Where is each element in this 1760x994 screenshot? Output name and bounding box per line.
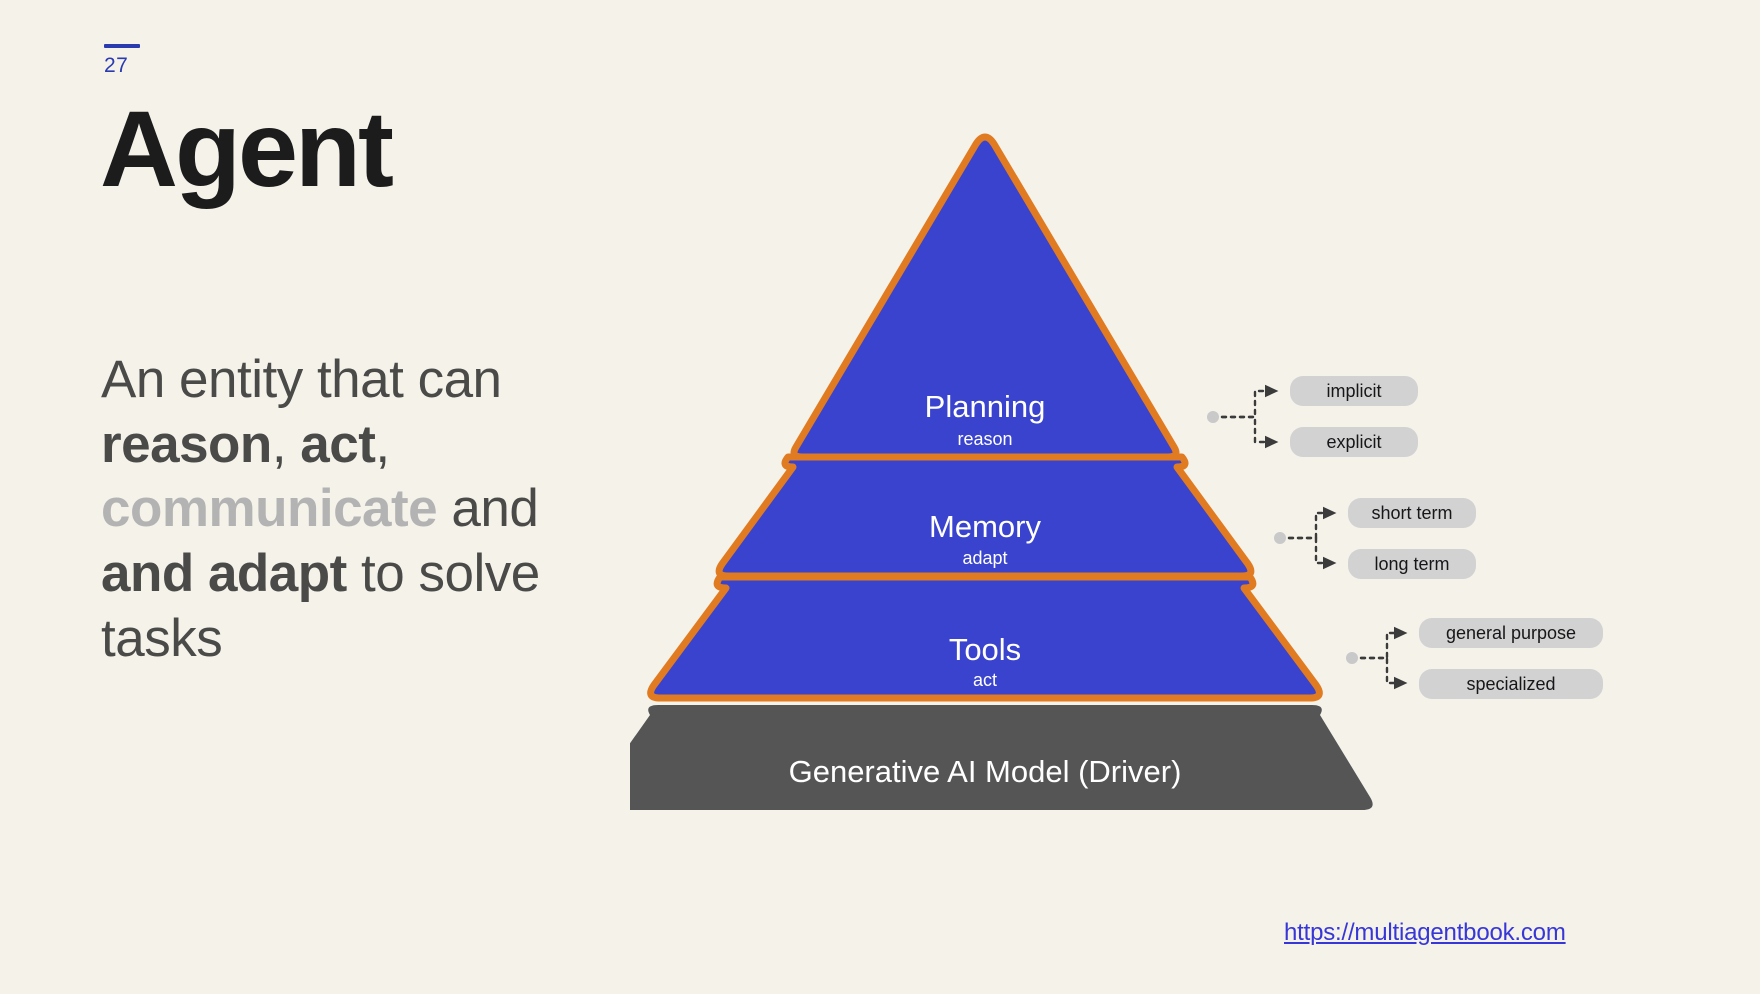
- tools-sublabel: act: [973, 670, 997, 690]
- tools-connector-specialized: [1359, 656, 1408, 690]
- tools-connector-dot: [1346, 652, 1358, 664]
- memory-connector-long-term: [1287, 536, 1337, 570]
- chip-short-term-label: short term: [1371, 503, 1452, 523]
- memory-label: Memory: [929, 509, 1041, 544]
- base-shape: [630, 705, 1373, 810]
- pyramid-tier-tools[interactable]: Tools act: [647, 573, 1323, 702]
- chip-specialized-label: specialized: [1466, 674, 1555, 694]
- tools-label: Tools: [949, 632, 1021, 667]
- source-link[interactable]: https://multiagentbook.com: [1284, 919, 1566, 946]
- chip-specialized[interactable]: specialized: [1419, 669, 1603, 699]
- body-text-tail: to solve tasks: [101, 543, 540, 668]
- body-text-and: and: [451, 479, 539, 539]
- memory-connector-dot: [1274, 532, 1286, 544]
- planning-annotation-group: implicit explicit: [1207, 376, 1418, 457]
- pyramid-tier-memory[interactable]: Memory adapt: [712, 453, 1257, 580]
- body-comma-2: ,: [375, 414, 390, 474]
- body-emphasis-act: act: [300, 414, 376, 474]
- planning-connector-implicit: [1220, 384, 1279, 419]
- planning-connector-dot: [1207, 411, 1219, 423]
- chip-implicit-bg: [1290, 376, 1418, 406]
- memory-annotation-group: short term long term: [1274, 498, 1476, 579]
- planning-connector-explicit: [1220, 415, 1279, 449]
- chip-short-term-bg: [1348, 498, 1476, 528]
- body-comma-1: ,: [271, 414, 301, 474]
- chip-long-term[interactable]: long term: [1348, 549, 1476, 579]
- agent-pyramid-diagram: Planning reason implicit explicit Memory…: [630, 120, 1750, 860]
- chip-implicit[interactable]: implicit: [1290, 376, 1418, 406]
- chip-explicit-label: explicit: [1326, 432, 1381, 452]
- pyramid-base-generative-model[interactable]: Generative AI Model (Driver): [630, 705, 1373, 810]
- body-paragraph: An entity that can reason, act, communic…: [101, 348, 641, 671]
- body-emphasis-and-adapt: and adapt: [101, 543, 347, 603]
- chip-long-term-bg: [1348, 549, 1476, 579]
- chip-explicit[interactable]: explicit: [1290, 427, 1418, 457]
- planning-label: Planning: [925, 389, 1046, 424]
- body-text-lead: An entity that can: [101, 350, 502, 409]
- pyramid-tier-planning[interactable]: Planning reason: [790, 133, 1180, 461]
- page-number-marker: 27: [104, 44, 140, 76]
- chip-long-term-label: long term: [1374, 554, 1449, 574]
- chip-general-purpose[interactable]: general purpose: [1419, 618, 1603, 648]
- chip-explicit-bg: [1290, 427, 1418, 457]
- chip-general-purpose-bg: [1419, 618, 1603, 648]
- body-emphasis-communicate: communicate: [101, 479, 438, 539]
- page-marker-rule: [104, 44, 140, 48]
- chip-short-term[interactable]: short term: [1348, 498, 1476, 528]
- page-number: 27: [104, 54, 129, 77]
- chip-implicit-label: implicit: [1326, 381, 1381, 401]
- memory-sublabel: adapt: [962, 548, 1007, 568]
- tools-shape: [647, 573, 1323, 702]
- chip-specialized-bg: [1419, 669, 1603, 699]
- page-title: Agent: [100, 88, 394, 209]
- tools-annotation-group: general purpose specialized: [1346, 618, 1603, 699]
- chip-general-purpose-label: general purpose: [1446, 623, 1576, 643]
- planning-sublabel: reason: [957, 429, 1012, 449]
- tools-connector-general-purpose: [1359, 626, 1408, 660]
- body-emphasis-reason: reason: [101, 414, 272, 474]
- memory-connector-short-term: [1287, 506, 1337, 540]
- base-label: Generative AI Model (Driver): [789, 754, 1182, 789]
